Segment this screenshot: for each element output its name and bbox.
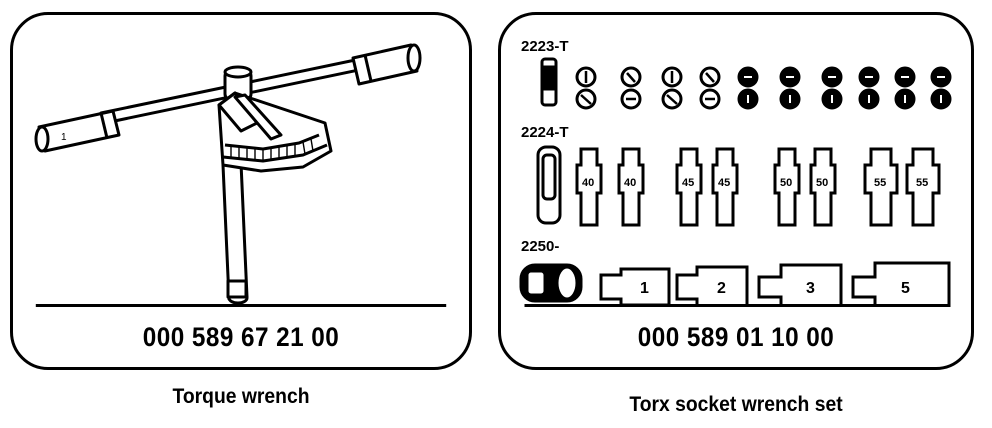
bit-labels-row3: 1 2 3 5 [640, 280, 910, 297]
bit-label-3: 3 [806, 280, 815, 297]
socket-label-1: 40 [582, 177, 594, 189]
socket-label-3: 45 [682, 177, 694, 189]
torx-set-illustration: 2223-T [519, 38, 952, 307]
torx-bit-pairs-row1 [575, 66, 952, 110]
set-code-2224: 2224-T [521, 124, 569, 141]
set-code-2223: 2223-T [521, 38, 569, 55]
bit-label-5: 5 [901, 280, 910, 297]
torx-bits-row3 [599, 261, 951, 307]
torx-set-part-number: 000 589 01 10 00 [524, 304, 948, 367]
torque-wrench-caption: Torque wrench [172, 385, 310, 408]
bit-holder-row1 [540, 57, 558, 107]
bit-label-2: 2 [717, 280, 726, 297]
socket-labels-row2: 40 40 45 45 50 50 55 55 [582, 177, 928, 189]
socket-label-6: 50 [816, 177, 828, 189]
set-code-2250: 2250- [521, 238, 559, 255]
socket-label-7: 55 [874, 177, 886, 189]
socket-label-8: 55 [916, 177, 928, 189]
torx-sockets-row2 [575, 147, 941, 227]
torx-set-caption: Torx socket wrench set [629, 393, 843, 416]
adapter-row3 [519, 263, 583, 303]
torque-wrench-part-number: 000 589 67 21 00 [35, 304, 447, 367]
socket-label-2: 40 [624, 177, 636, 189]
torque-wrench-panel: 1 [10, 12, 472, 370]
socket-label-5: 50 [780, 177, 792, 189]
svg-text:1: 1 [61, 132, 67, 143]
torque-wrench-illustration: 1 [34, 43, 422, 305]
torx-set-panel: 2223-T [498, 12, 974, 370]
bit-label-1: 1 [640, 280, 649, 297]
socket-label-4: 45 [718, 177, 730, 189]
socket-holder-row2 [536, 145, 562, 225]
